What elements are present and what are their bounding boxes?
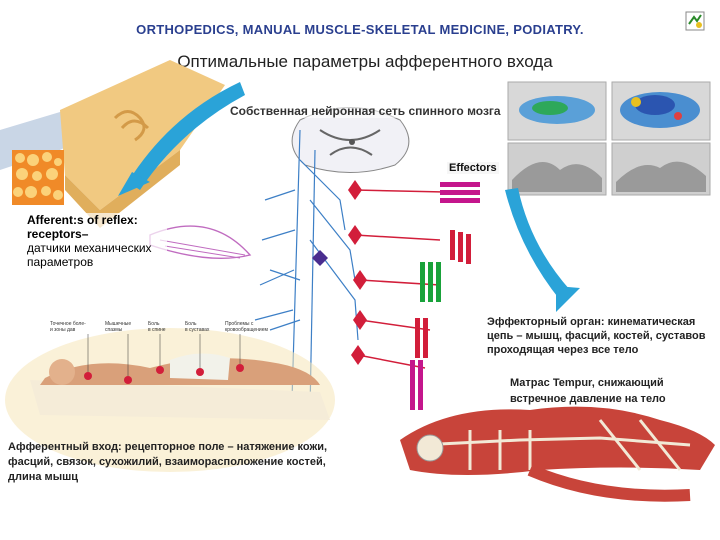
effectors-label: Effectors xyxy=(447,162,499,174)
afferent-input-label: Афферентный вход: рецепторное поле – нат… xyxy=(8,441,328,483)
skeleton-figure-image xyxy=(400,406,715,502)
page-title: Оптимальные параметры афферентного входа xyxy=(177,52,553,71)
receptor-spindle xyxy=(149,225,252,260)
effector-organ-label: Эффекторный орган: кинематическая цепь –… xyxy=(487,316,706,356)
svg-text:Мышечные: Мышечные xyxy=(105,321,131,327)
svg-text:спазмы: спазмы xyxy=(105,327,123,333)
page-header: ORTHOPEDICS, MANUAL MUSCLE-SKELETAL MEDI… xyxy=(136,22,584,37)
muscle-bundles xyxy=(410,182,480,410)
body-on-mattress-image: Точечное боле- и зоны дав Мышечные спазм… xyxy=(5,321,335,472)
afferent-reflex-line1: Afferent:s of reflex: receptors– xyxy=(27,213,138,241)
svg-text:в спине: в спине xyxy=(148,327,166,333)
document-icon xyxy=(684,10,706,32)
svg-text:Проблемы с: Проблемы с xyxy=(225,321,254,327)
afferent-reflex-label: Afferent:s of reflex: receptors– датчики… xyxy=(27,213,167,269)
curved-arrow-icon xyxy=(118,82,245,196)
curved-arrow-icon xyxy=(505,188,580,312)
svg-text:Боль: Боль xyxy=(148,321,160,327)
svg-text:Боль: Боль xyxy=(185,321,197,327)
svg-text:в суставах: в суставах xyxy=(185,327,210,333)
svg-text:и зоны дав: и зоны дав xyxy=(50,327,76,333)
svg-text:Точечное боле-: Точечное боле- xyxy=(50,321,86,327)
mattress-label: Матрас Tempur, снижающий встречное давле… xyxy=(510,377,666,405)
spinal-network-label: Собственная нейронная сеть спинного мозг… xyxy=(230,104,501,118)
pressure-map-images xyxy=(507,81,711,196)
afferent-reflex-line2: датчики механических параметров xyxy=(27,241,152,269)
svg-text:кровообращением: кровообращением xyxy=(225,327,269,333)
effector-neurons xyxy=(312,180,446,369)
foam-texture-image xyxy=(12,150,64,205)
